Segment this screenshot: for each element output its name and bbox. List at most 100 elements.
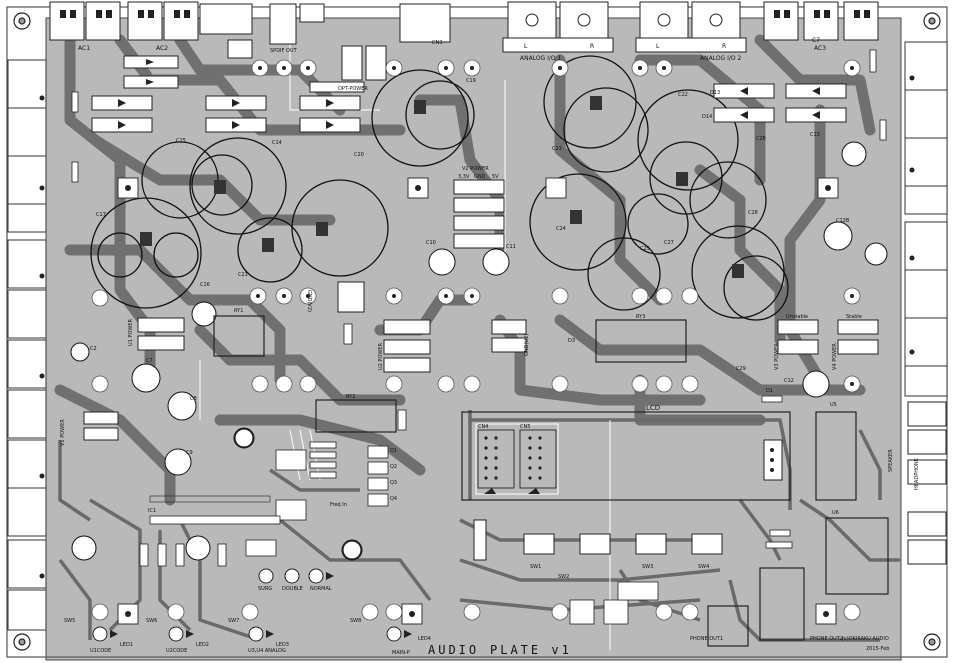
label-c16: C16 [200, 282, 210, 288]
label-phone-out1: PHONE OUT1 [690, 636, 723, 642]
board-copyright: (c)OKIRAKU AUDIO [842, 636, 889, 642]
label-freq-in: Freq In [330, 502, 347, 508]
label-l2: L [656, 43, 660, 50]
label-opt-power: OPT-POWER [338, 86, 368, 92]
lcd-module [461, 411, 791, 501]
label-ic1: IC1 [148, 508, 156, 514]
label-r1: R [590, 43, 594, 50]
label-q2: Q2 [390, 464, 397, 470]
label-led4: LED4 [418, 636, 431, 642]
labels: AC1 AC2 AC3 C7 SPDIF OUT ANALOG I/O 1 AN… [60, 37, 920, 657]
label-u2code: U2CODE [166, 648, 187, 654]
label-sw7: SW7 [228, 618, 239, 624]
board-title-version: PLATE v1 [490, 643, 572, 657]
label-sw6: SW6 [146, 618, 157, 624]
electrolytic-capacitors [90, 55, 789, 321]
label-c27: C27 [664, 240, 674, 246]
speaker-terminals [907, 401, 947, 565]
label-l1: L [524, 43, 528, 50]
power-headers [83, 179, 879, 441]
left-connector-pins [39, 95, 45, 579]
label-c20: C20 [354, 152, 364, 158]
label-lcd: LCD [646, 404, 660, 412]
label-main-p: MAIN-P [392, 650, 410, 656]
lcd-header-pins [477, 429, 774, 489]
label-c14: C14 [272, 140, 282, 146]
label-led3: LED3 [276, 642, 289, 648]
top-terminals [49, 1, 879, 41]
label-v5: 5V [492, 174, 499, 180]
label-d14: D14 [702, 114, 712, 120]
heatsink-pads [234, 428, 362, 560]
transistors [245, 445, 659, 625]
label-q4: Q4 [390, 496, 397, 502]
label-u6: U6 [832, 510, 839, 516]
switch-footprints [473, 519, 723, 561]
label-gnd-u2: GND(U2) [524, 334, 530, 356]
label-sw1: SW1 [530, 564, 541, 570]
label-c19: C19 [466, 78, 476, 84]
label-ry1: RY1 [234, 308, 243, 314]
label-c11: C11 [506, 244, 516, 250]
label-ac2: AC2 [156, 45, 168, 52]
board-title: AUDIO [428, 643, 479, 657]
label-headphone: HEADPHONE [914, 458, 920, 490]
label-u1-power: U1 POWER [128, 319, 134, 346]
label-sw2: SW2 [558, 574, 569, 580]
label-phone-out2: PHONE OUT2 [810, 636, 843, 642]
label-v3-power: V3 POWER [774, 343, 780, 370]
label-cn4: CN4 [478, 424, 488, 430]
label-ac1: AC1 [78, 45, 90, 52]
label-u5: U5 [830, 402, 837, 408]
label-speaker: SPEAKER [888, 449, 894, 472]
label-analog-io2: ANALOG I/O 2 [700, 55, 742, 62]
label-unstable: Unstable [786, 314, 808, 320]
label-q3: Q3 [390, 480, 397, 486]
label-led2: LED2 [196, 642, 209, 648]
label-stable: Stable [846, 314, 862, 320]
led-triangles [110, 488, 540, 638]
label-analog-io1: ANALOG I/O 1 [520, 55, 562, 62]
label-spdif-out: SPDIF OUT [270, 48, 298, 54]
analog-jacks [502, 1, 747, 53]
label-u34-analog: U3,U4 ANALOG [248, 648, 286, 654]
label-c7: C7 [812, 37, 820, 44]
right-connectors [904, 41, 948, 397]
label-ac3: AC3 [814, 45, 826, 52]
right-connector-pins [909, 75, 915, 355]
pad-centers [125, 66, 854, 617]
label-v4-power: V4 POWER [832, 343, 838, 370]
label-c26: C26 [756, 136, 766, 142]
label-sw8: SW8 [350, 618, 361, 624]
label-q1: Q1 [390, 448, 397, 454]
left-connectors [7, 59, 47, 631]
label-c21: C21 [238, 272, 248, 278]
label-cn3: CN3 [432, 40, 442, 46]
label-sw4: SW4 [698, 564, 709, 570]
label-v2-power-top: V2 POWER [462, 166, 489, 172]
push-buttons [92, 568, 402, 642]
label-c29: C29 [736, 366, 746, 372]
label-d1: D1 [766, 388, 773, 394]
label-c9: C9 [186, 450, 193, 456]
ic-headers [149, 495, 281, 525]
label-c15: C15 [176, 138, 186, 144]
label-d3: D3 [568, 338, 575, 344]
label-r2: R [722, 43, 726, 50]
label-ry3: RY3 [636, 314, 645, 320]
label-gnd-top: GND [474, 174, 486, 180]
board-date: 2015-Feb [866, 646, 889, 652]
label-c23: C23 [552, 146, 562, 152]
label-sw3: SW3 [642, 564, 653, 570]
label-c17: C17 [96, 212, 106, 218]
label-c7b: C7 [146, 358, 153, 364]
capacitor-cores [140, 96, 744, 278]
label-c24: C24 [556, 226, 566, 232]
label-surg: SURG [258, 586, 272, 592]
diode-symbols [118, 59, 820, 129]
spdif-block [199, 3, 451, 93]
label-cn5: CN5 [520, 424, 530, 430]
label-u1code: U1CODE [90, 648, 111, 654]
label-c12b: C12B [836, 218, 850, 224]
